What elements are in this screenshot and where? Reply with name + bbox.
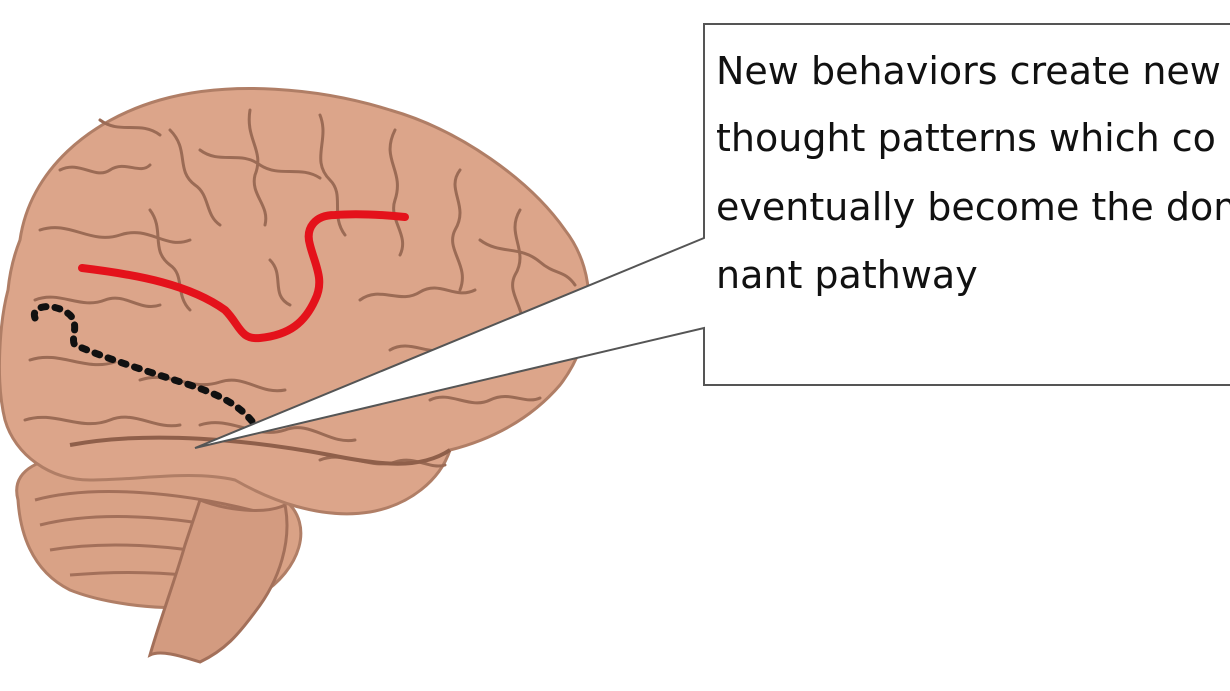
callout-line-1: New behaviors create new (716, 49, 1221, 93)
new-pathway-red-line (78, 210, 409, 343)
callout-text-block: New behaviors create new thought pattern… (716, 49, 1230, 297)
callout-line-4: nant pathway (716, 253, 978, 297)
cerebrum (0, 87, 591, 516)
lateral-sulcus (69, 435, 452, 466)
brain-stem (147, 498, 289, 664)
old-pathway-dotted-line (30, 303, 259, 429)
callout-box (194, 23, 1230, 449)
callout-line-3: eventually become the dom (716, 185, 1230, 229)
callout-line-2: thought patterns which co (716, 116, 1216, 160)
brain-illustration (0, 87, 591, 664)
